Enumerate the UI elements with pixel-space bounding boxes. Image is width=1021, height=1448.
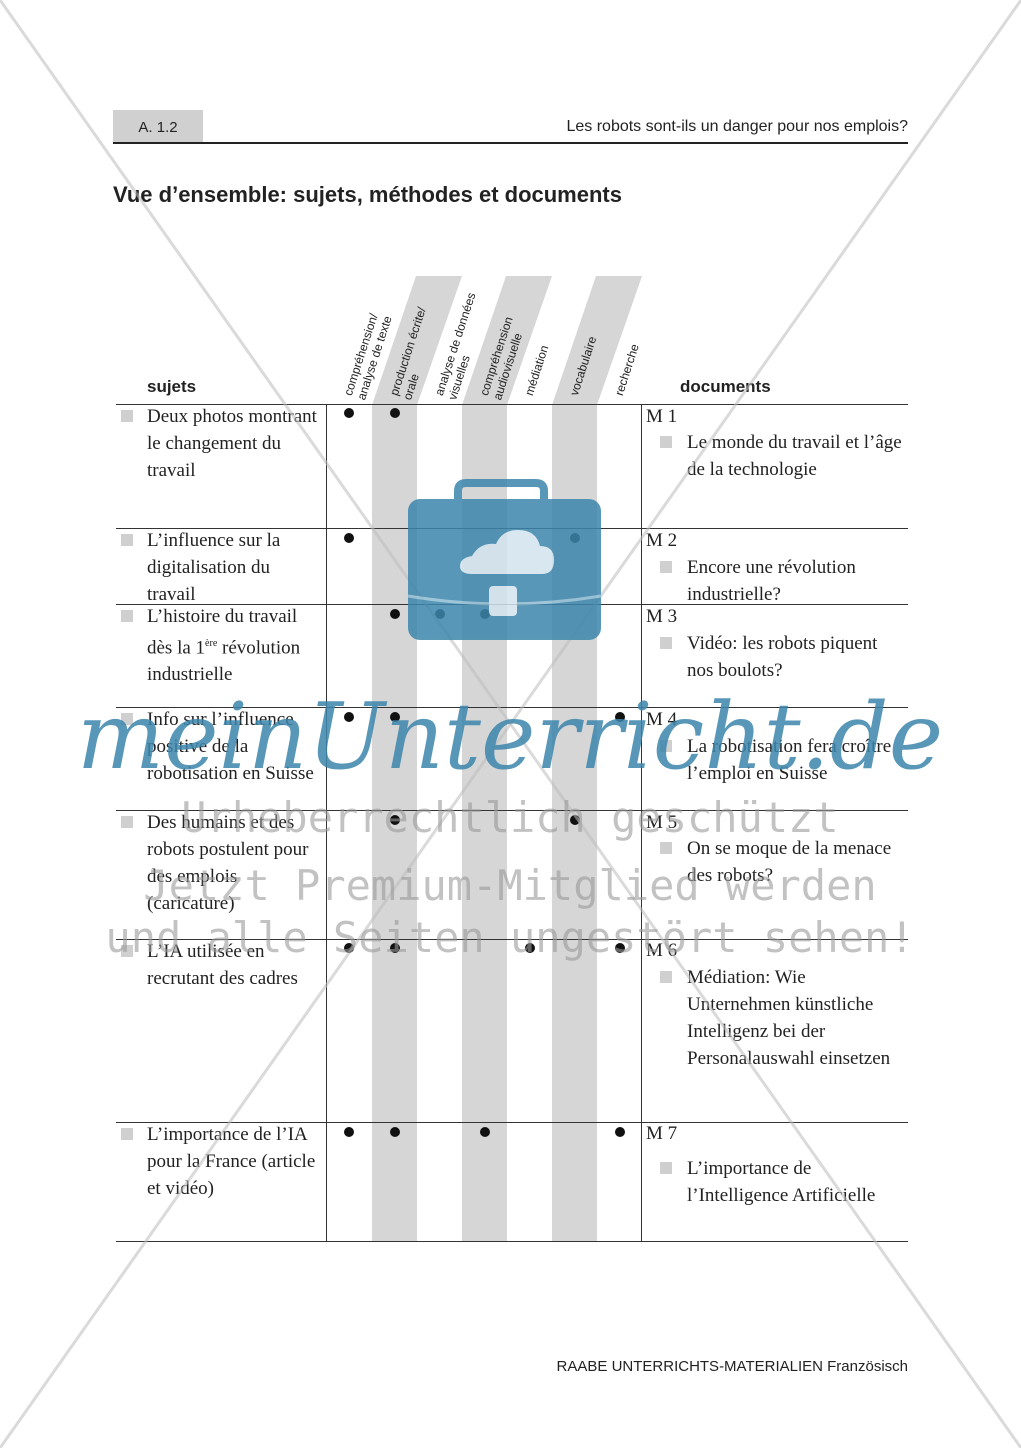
material-ref: M 7 (646, 1123, 678, 1144)
method-dot (390, 609, 400, 619)
footer: RAABE UNTERRICHTS-MATERIALIEN Französisc… (556, 1358, 908, 1375)
documents-header: documents (680, 377, 771, 396)
checkbox-square (121, 534, 133, 546)
subject-number: 1 (195, 637, 206, 659)
checkbox-square (121, 610, 133, 622)
rule-row-4 (116, 810, 908, 811)
method-dot (390, 815, 400, 825)
checkbox-square (121, 1128, 133, 1140)
method-dot (344, 408, 354, 418)
watermark-line-3: und alle Seiten ungestört sehen! (105, 913, 914, 962)
rule-top (116, 404, 908, 405)
watermark-brand: meinUnterricht.de (77, 683, 943, 790)
method-dot (344, 533, 354, 543)
rule-row-5 (116, 939, 908, 940)
header-rule (113, 142, 908, 144)
material-ref: M 1 (646, 406, 678, 427)
method-dot (615, 943, 625, 953)
doc-square (660, 842, 672, 854)
material-ref: M 6 (646, 940, 678, 961)
doc-square (660, 740, 672, 752)
method-dot (344, 1127, 354, 1137)
doc-title: Encore une révolution industrielle? (687, 557, 856, 605)
subject-text: L’importance de l’IA pour la France (art… (147, 1124, 316, 1199)
watermark-line-2: Jetzt Premium-Mitglied werden (143, 861, 876, 910)
checkbox-square (121, 713, 133, 725)
rule-row-6 (116, 1122, 908, 1123)
method-dot (390, 1127, 400, 1137)
method-dot (390, 408, 400, 418)
method-dot (390, 712, 400, 722)
method-dot (344, 943, 354, 953)
doc-title: Vidéo: les robots piquent nos boulots? (687, 633, 878, 681)
checkbox-square (121, 945, 133, 957)
material-ref: M 5 (646, 812, 678, 833)
subject-text: L’histoire du travail dès la 1ère révolu… (147, 603, 317, 688)
subject-text: Des humains et des robots postulent pour… (147, 812, 309, 914)
page-code: A. 1.2 (113, 110, 203, 143)
rule-row-3 (116, 707, 908, 708)
checkbox-square (121, 816, 133, 828)
page-header-title: Les robots sont-ils un danger pour nos e… (566, 118, 908, 135)
subject-superscript: ère (205, 638, 218, 649)
doc-square (660, 436, 672, 448)
briefcase-icon (407, 479, 602, 640)
subject-part: L’histoire du travail dès la (147, 606, 298, 659)
method-dot (480, 1127, 490, 1137)
doc-title: On se moque de la menace des robots? (687, 838, 892, 886)
doc-square (660, 637, 672, 649)
checkbox-square (121, 410, 133, 422)
page-heading: Vue d’ensemble: sujets, méthodes et docu… (113, 182, 622, 207)
doc-title: La robotisation fera croître l’emploi en… (687, 736, 892, 784)
subjects-header: sujets (147, 377, 197, 396)
method-dot (570, 815, 580, 825)
doc-title: L’importance de l’Intelligence Artificie… (687, 1158, 876, 1206)
material-ref: M 2 (646, 530, 678, 551)
rule-bottom (116, 1241, 908, 1242)
doc-square (660, 1162, 672, 1174)
method-dot (615, 1127, 625, 1137)
doc-square (660, 561, 672, 573)
method-dot (390, 943, 400, 953)
subject-text: L’influence sur la digitalisation du tra… (147, 530, 281, 605)
subject-part: révolution industrielle (147, 637, 301, 686)
method-dot (525, 943, 535, 953)
watermark-line-1: Urheberrechtlich geschützt (181, 793, 838, 842)
doc-square (660, 971, 672, 983)
rule-subject-col (326, 404, 327, 1241)
method-dot (344, 712, 354, 722)
material-ref: M 3 (646, 606, 678, 627)
subject-text: Deux photos montrant le changement du tr… (147, 406, 317, 481)
rule-doc-col (641, 404, 642, 1241)
material-ref: M 4 (646, 709, 678, 730)
doc-title: Médiation: Wie Unternehmen künstliche In… (687, 967, 891, 1069)
method-dot (615, 712, 625, 722)
doc-title: Le monde du travail et l’âge de la techn… (687, 432, 902, 480)
subject-text: Info sur l’influ­ence positive de la rob… (147, 709, 314, 784)
subject-text: L’IA utilisée en recrutant des cadres (147, 941, 298, 989)
